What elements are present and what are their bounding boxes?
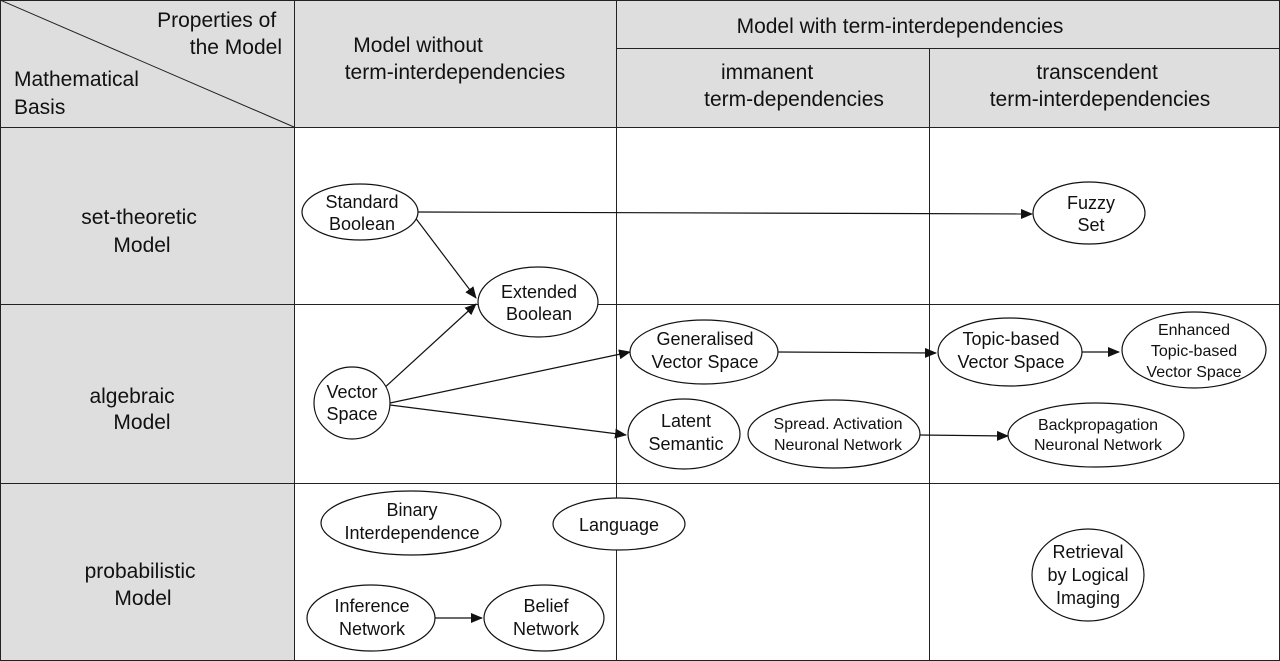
row-label-probabilistic: probabilistic Model <box>85 560 202 610</box>
arrow-spread-activation-to-backpropagation <box>919 430 1009 441</box>
header-background <box>0 0 1280 127</box>
arrow-vector-space-to-extended-boolean <box>381 303 477 391</box>
row-label-algebraic: algebraic Model <box>89 385 180 434</box>
corner-header-properties: Properties of the Model <box>157 9 282 59</box>
arrow-standard-boolean-to-extended-boolean <box>413 215 477 299</box>
column-header-with: Model with term-interdependencies <box>737 15 1064 38</box>
node-language: Language <box>552 497 686 551</box>
row-label-set-theoretic: set-theoretic Model <box>81 206 202 257</box>
column-header-without: Model without term-interdependencies <box>345 34 566 84</box>
corner-header-mathematical-basis: Mathematical Basis <box>14 68 145 119</box>
column-header-immanent: immanent term-dependencies <box>704 61 884 111</box>
column-header-transcendent: transcendent term-interdependencies <box>990 61 1211 111</box>
row-header-background <box>0 127 294 661</box>
arrow-generalised-to-topic-based <box>777 347 937 358</box>
arrows <box>381 208 1120 623</box>
arrow-vector-space-to-generalised-vector-space <box>389 349 631 404</box>
arrow-vector-space-to-latent-semantic <box>389 404 627 439</box>
arrow-standard-boolean-to-fuzzy-set <box>417 208 1033 219</box>
svg-text:Language: Language <box>579 515 659 535</box>
